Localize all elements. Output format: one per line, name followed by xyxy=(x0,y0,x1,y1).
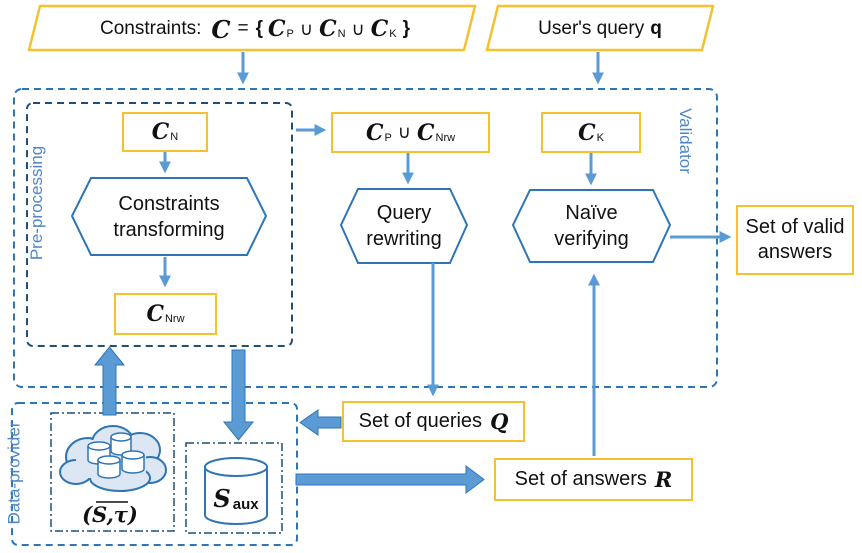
database-cylinders-icon xyxy=(87,432,145,479)
answers-box: Set of answers R xyxy=(494,458,693,501)
valid-answers-text: Set of valid answers xyxy=(745,216,845,263)
verifying-hexagon xyxy=(511,189,672,263)
user-query-label: User's query xyxy=(538,18,645,39)
source-label: (S,τ) xyxy=(82,501,138,527)
validator-label: Validator xyxy=(675,108,695,174)
block-arrow-queries-to-provider xyxy=(299,409,342,436)
preprocessing-region xyxy=(26,102,293,347)
transforming-hexagon xyxy=(70,177,268,256)
rewriting-hexagon xyxy=(339,188,469,264)
transforming-text: Constraints transforming xyxy=(113,193,225,241)
dataprovider-label: Data-provider xyxy=(4,421,24,525)
queries-box: Set of queries Q xyxy=(342,401,525,442)
queries-label: Set of queries xyxy=(358,410,483,432)
constraints-parallelogram xyxy=(27,4,477,52)
answers-label: Set of answers xyxy=(514,468,647,490)
block-arrow-up-to-preprocessing xyxy=(93,346,126,416)
query-symbol: q xyxy=(650,18,662,39)
block-arrow-provider-to-answers xyxy=(295,465,485,494)
queries-symbol: Q xyxy=(490,409,509,434)
user-query-title: User's query q xyxy=(500,9,700,49)
constraint-set-symbol: C xyxy=(211,14,231,44)
block-arrow-down-to-aux xyxy=(222,349,255,441)
preprocessing-label: Pre-processing xyxy=(27,145,47,261)
dataprovider-region xyxy=(11,402,298,546)
constraints-prefix: Constraints: xyxy=(100,18,202,39)
source-subregion xyxy=(50,412,175,532)
rewriting-text: Query rewriting xyxy=(366,202,442,250)
valid-answers-box: Set of valid answers xyxy=(736,205,854,275)
aux-subregion xyxy=(185,442,283,534)
aux-database-icon xyxy=(204,457,268,525)
answers-symbol: R xyxy=(654,467,673,492)
verifying-text: Naïve verifying xyxy=(554,202,629,250)
user-query-parallelogram xyxy=(485,4,715,52)
